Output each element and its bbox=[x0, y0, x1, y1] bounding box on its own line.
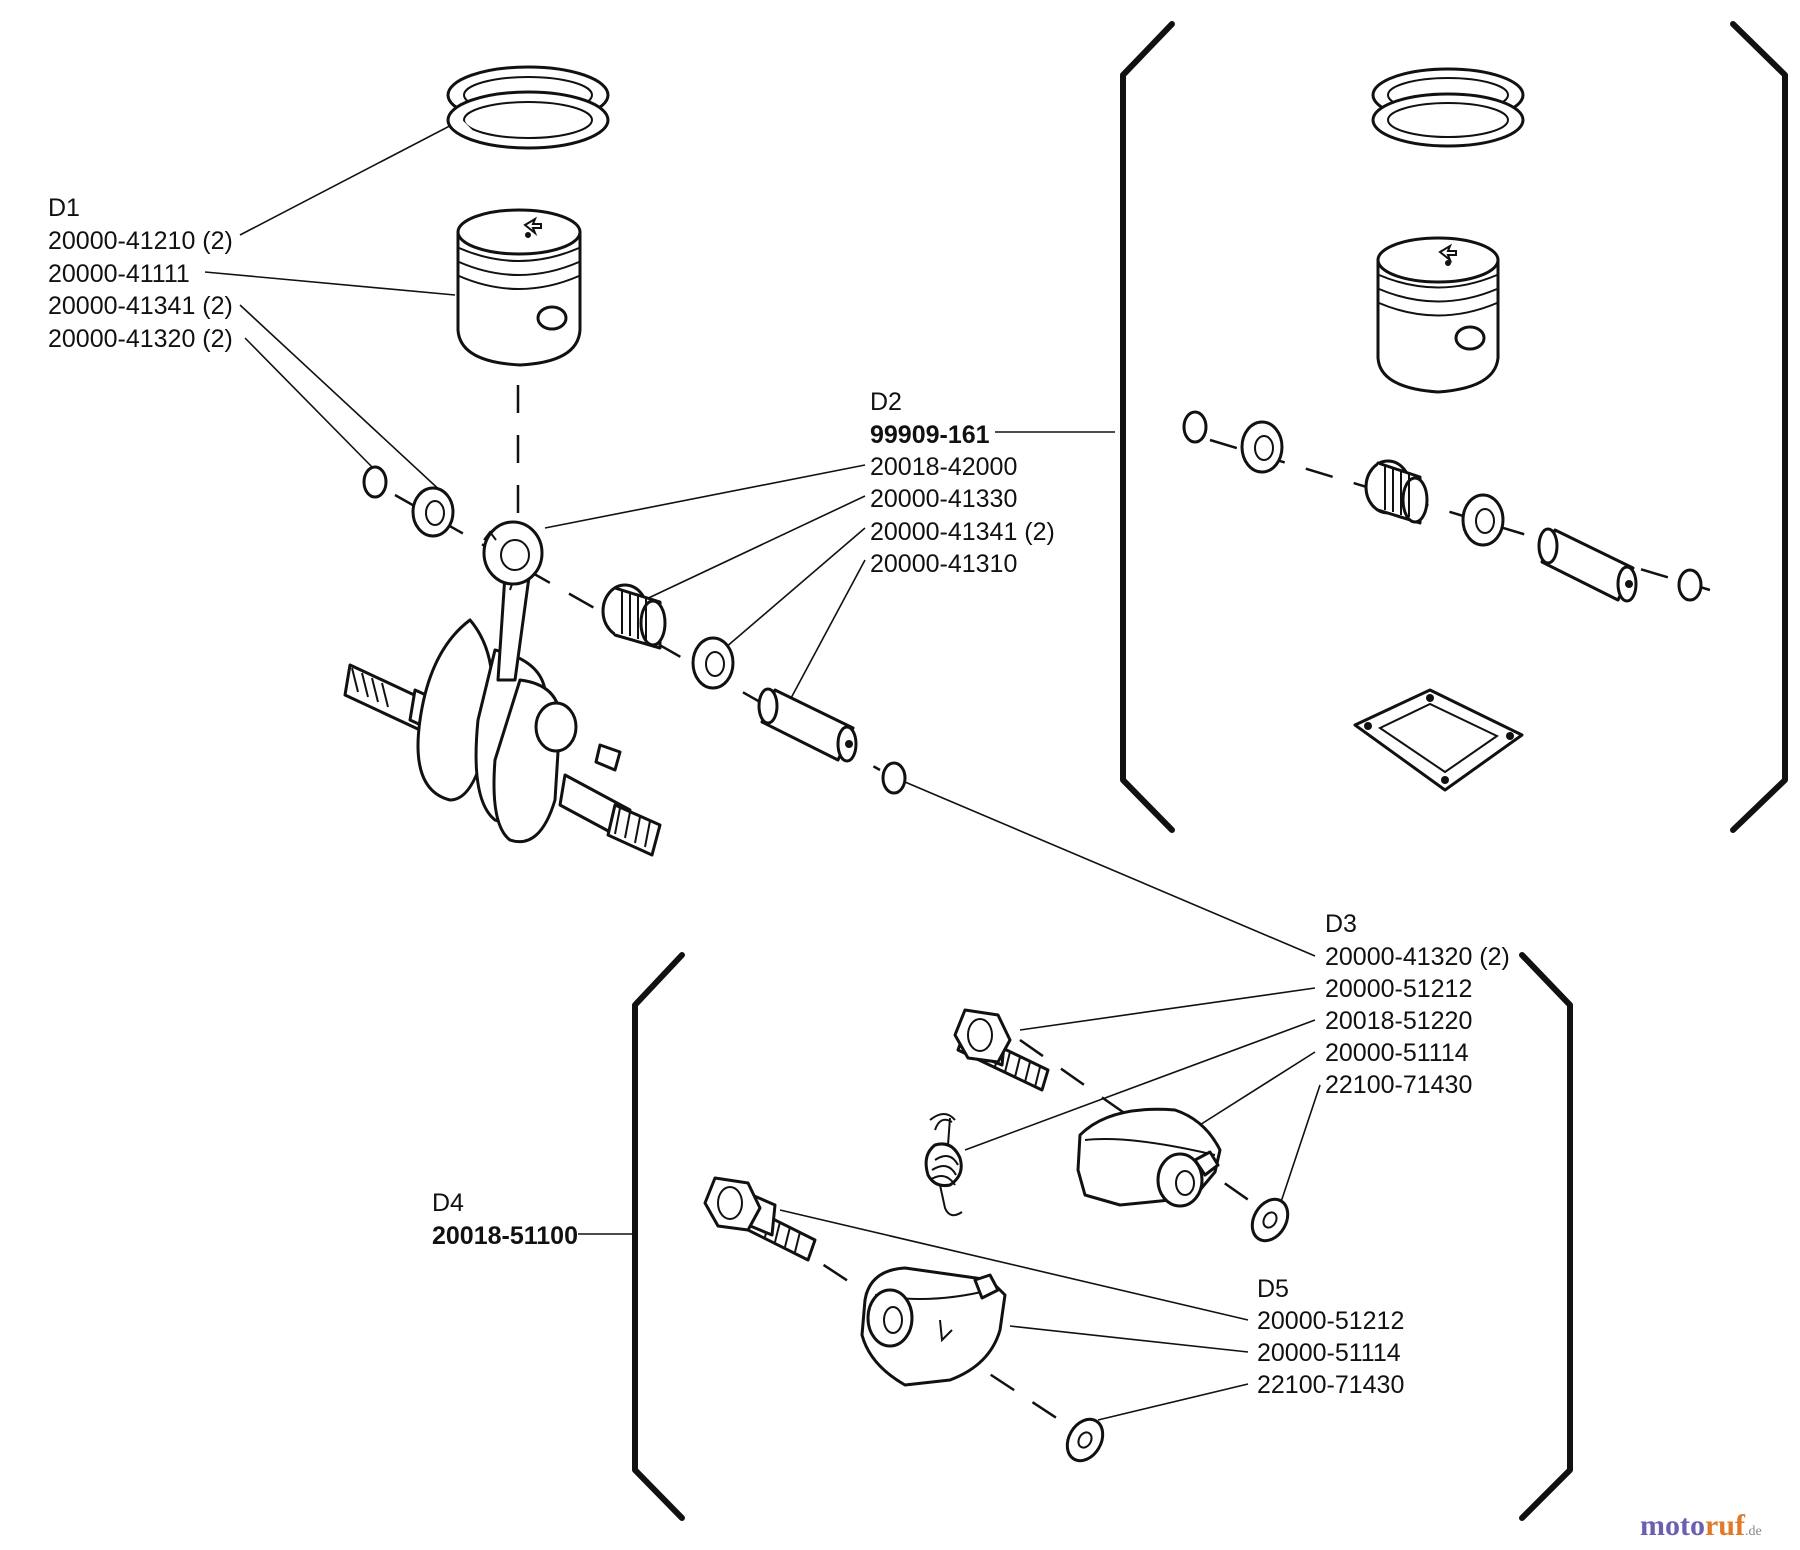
d3-part-3: 20018-51220 bbox=[1325, 1007, 1472, 1035]
clutch-washer-upper bbox=[1250, 1197, 1290, 1243]
circlip-right bbox=[881, 761, 907, 795]
watermark-logo: motoruf.de bbox=[1640, 1509, 1762, 1542]
d2-part-3: 20000-41341 (2) bbox=[870, 518, 1055, 546]
kit-thrust-washer-right bbox=[1461, 493, 1505, 547]
d3-label-group: D3 20000-41320 (2) 20000-51212 20018-512… bbox=[1325, 910, 1510, 1099]
d2-label-group: D2 99909-161 20018-42000 20000-41330 200… bbox=[870, 388, 1055, 578]
crankshaft-assembly bbox=[343, 520, 662, 857]
piston-ring-set bbox=[446, 65, 610, 150]
clutch-bolt-upper bbox=[953, 1008, 1050, 1092]
d3-title: D3 bbox=[1325, 910, 1357, 938]
d4-title: D4 bbox=[432, 1189, 464, 1217]
piston bbox=[456, 208, 582, 367]
thrust-washer-right bbox=[691, 636, 735, 690]
watermark-suffix: .de bbox=[1745, 1524, 1762, 1539]
d2-kit-number: 99909-161 bbox=[870, 421, 990, 449]
d4-label-group: D4 20018-51100 bbox=[432, 1189, 578, 1250]
leader-lines bbox=[204, 117, 1321, 1421]
d5-part-2: 20000-51114 bbox=[1257, 1339, 1401, 1367]
d3-part-2: 20000-51212 bbox=[1325, 975, 1472, 1003]
d4-kit-bracket-right bbox=[1519, 952, 1573, 1521]
d5-part-1: 20000-51212 bbox=[1257, 1307, 1404, 1335]
clutch-washer-lower bbox=[1065, 1417, 1105, 1463]
thrust-washer-left bbox=[411, 486, 455, 538]
d1-label-group: D1 20000-41210 (2) 20000-41111 20000-413… bbox=[48, 194, 233, 353]
d4-kit-number: 20018-51100 bbox=[432, 1222, 578, 1250]
d5-label-group: D5 20000-51212 20000-51114 22100-71430 bbox=[1257, 1275, 1404, 1399]
d5-part-3: 22100-71430 bbox=[1257, 1371, 1404, 1399]
d2-part-1: 20018-42000 bbox=[870, 453, 1017, 481]
needle-bearing bbox=[601, 583, 667, 650]
watermark-part-2: ruf bbox=[1705, 1509, 1746, 1542]
kit-piston bbox=[1376, 236, 1500, 394]
d2-kit-bracket-right bbox=[1730, 21, 1788, 833]
kit-gasket bbox=[1353, 688, 1524, 792]
d1-part-1: 20000-41210 (2) bbox=[48, 227, 233, 255]
kit-thrust-washer-left bbox=[1240, 420, 1284, 474]
circlip-left bbox=[362, 465, 388, 499]
clutch-shoe-lower bbox=[860, 1266, 1007, 1387]
d5-title: D5 bbox=[1257, 1275, 1289, 1303]
d1-part-3: 20000-41341 (2) bbox=[48, 292, 233, 320]
kit-needle-bearing bbox=[1364, 459, 1429, 525]
d2-part-2: 20000-41330 bbox=[870, 485, 1017, 513]
kit-piston-pin bbox=[1537, 527, 1638, 603]
d3-part-4: 20000-51114 bbox=[1325, 1039, 1469, 1067]
d2-part-4: 20000-41310 bbox=[870, 550, 1017, 578]
d2-kit-bracket-left bbox=[1120, 21, 1175, 833]
piston-pin bbox=[757, 687, 858, 763]
d1-part-4: 20000-41320 (2) bbox=[48, 325, 233, 353]
d1-part-2: 20000-41111 bbox=[48, 260, 190, 288]
watermark-part-1: moto bbox=[1640, 1509, 1705, 1542]
kit-circlip-left bbox=[1182, 410, 1208, 444]
clutch-bolt-lower bbox=[703, 1176, 817, 1262]
clutch-shoe-upper bbox=[1076, 1107, 1222, 1208]
d4-kit-bracket-left bbox=[632, 952, 685, 1521]
d1-title: D1 bbox=[48, 194, 80, 222]
kit-circlip-right bbox=[1677, 568, 1703, 602]
kit-piston-ring-set bbox=[1371, 67, 1525, 148]
clutch-spring bbox=[924, 1113, 963, 1217]
d3-part-1: 20000-41320 (2) bbox=[1325, 943, 1510, 971]
svg-text:motoruf.de: motoruf.de bbox=[1640, 1509, 1762, 1542]
d3-part-5: 22100-71430 bbox=[1325, 1071, 1472, 1099]
d2-title: D2 bbox=[870, 388, 902, 416]
